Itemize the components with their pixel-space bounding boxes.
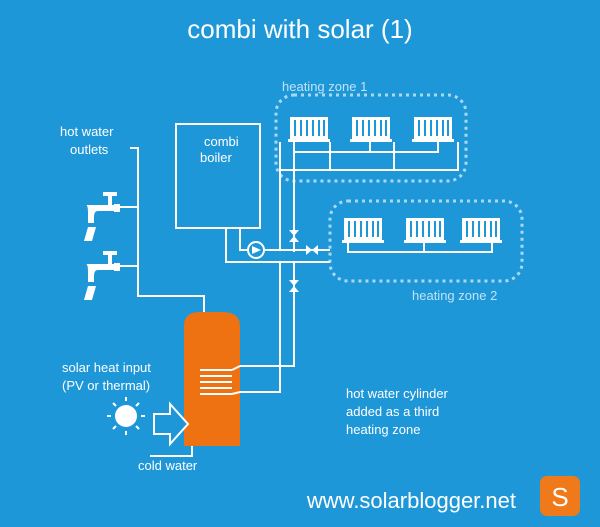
valve-zone1-icon xyxy=(289,230,299,242)
cylinder-label-1: hot water cylinder xyxy=(346,386,449,401)
hot-water-cylinder xyxy=(184,312,240,446)
cold-water-label: cold water xyxy=(138,458,198,473)
cold-water-pipe xyxy=(150,446,193,457)
sun-icon xyxy=(107,397,145,435)
zone-2-pipework xyxy=(347,243,493,253)
solar-input-arrow-icon xyxy=(153,401,190,447)
cylinder-coil xyxy=(200,369,232,395)
heating-zone-1-label: heating zone 1 xyxy=(282,79,367,94)
solar-input-label-1: solar heat input xyxy=(62,360,151,375)
solar-input-label-2: (PV or thermal) xyxy=(62,378,150,393)
hot-water-outlets-label-1: hot water xyxy=(60,124,114,139)
radiator-zone2-c xyxy=(460,218,502,243)
combi-boiler xyxy=(175,123,261,229)
valve-cylinder-icon xyxy=(289,280,299,292)
solarblogger-logo xyxy=(540,476,580,516)
hot-water-outlets-label-2: outlets xyxy=(70,142,109,157)
heating-zone-1-boundary xyxy=(274,93,468,183)
radiator-zone1-b xyxy=(350,117,392,142)
tap-lower-icon xyxy=(84,251,120,300)
solarblogger-logo-letter: S xyxy=(551,482,568,512)
radiator-zone1-a xyxy=(288,117,330,142)
radiator-zone1-c xyxy=(412,117,454,142)
footer-url: www.solarblogger.net xyxy=(306,488,516,513)
combi-boiler-label-1: combi xyxy=(204,134,239,149)
zone-1-pipework xyxy=(279,142,459,171)
diagram-title: combi with solar (1) xyxy=(187,14,412,44)
boiler-pipework xyxy=(225,152,330,393)
heating-zone-2-label: heating zone 2 xyxy=(412,288,497,303)
combi-boiler-label-2: boiler xyxy=(200,150,232,165)
cylinder-label-3: heating zone xyxy=(346,422,420,437)
tap-upper-icon xyxy=(84,192,120,241)
radiator-zone2-a xyxy=(342,218,384,243)
pump-arrow-icon xyxy=(252,246,261,254)
hot-water-pipework xyxy=(118,147,205,312)
cylinder-label-2: added as a third xyxy=(346,404,439,419)
radiator-zone2-b xyxy=(404,218,446,243)
valve-zone2-icon xyxy=(306,245,318,255)
heating-zone-2-boundary xyxy=(328,199,524,283)
